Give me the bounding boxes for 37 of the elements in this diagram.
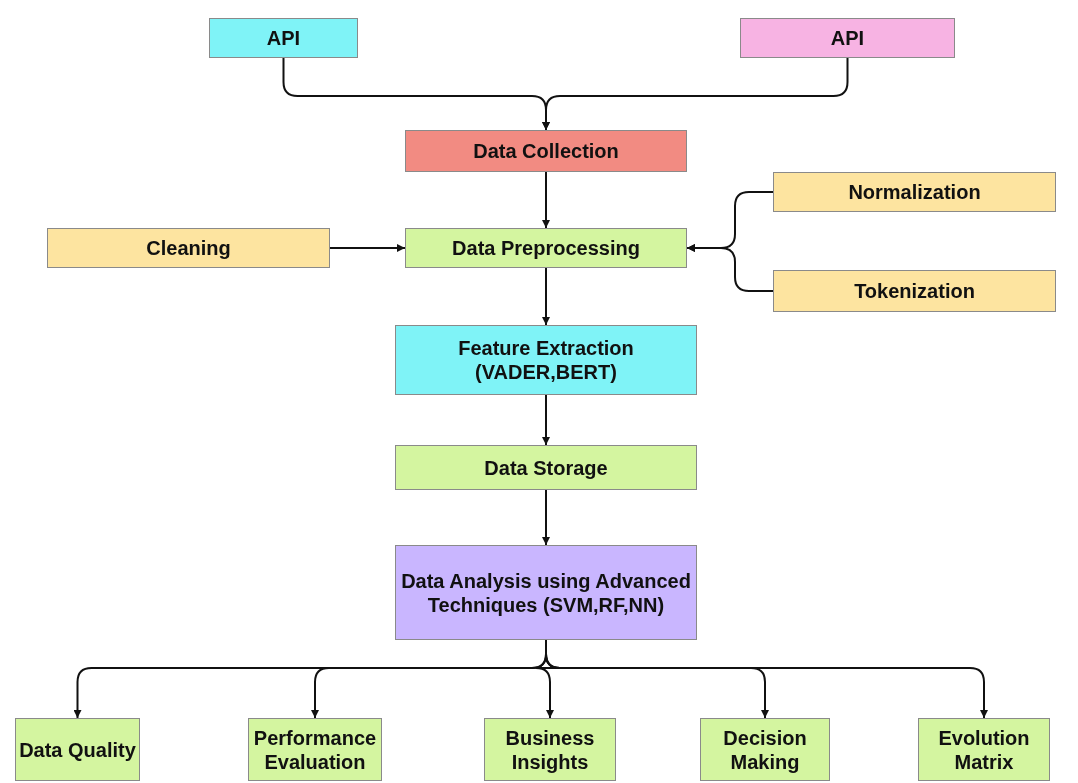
- source-box: [740, 18, 955, 58]
- arrow: [542, 57, 849, 131]
- node-label: Decision Making: [722, 725, 808, 774]
- arrow: [542, 489, 550, 546]
- arrow: [329, 244, 406, 252]
- node-label: Normalization: [848, 180, 981, 204]
- node-label: Business Insights: [504, 725, 596, 774]
- output-box: [248, 718, 382, 781]
- process-box: [773, 172, 1056, 212]
- output-box: [918, 718, 1050, 781]
- node-label: Cleaning: [146, 236, 231, 260]
- node-label: Tokenization: [854, 279, 975, 303]
- source-box: [209, 18, 358, 58]
- output-box: [484, 718, 616, 781]
- arrow: [542, 267, 550, 326]
- process-box: [395, 325, 697, 395]
- process-box: [405, 228, 687, 268]
- process-box: [773, 270, 1056, 312]
- node-label: API: [266, 26, 301, 50]
- output-box: [700, 718, 830, 781]
- node-label: Data Storage: [484, 455, 608, 480]
- process-box: [395, 545, 697, 640]
- node-label: Data Analysis using Advanced Techniques (SVM,RF,NN): [400, 568, 692, 617]
- arrow: [542, 171, 550, 229]
- process-box: [47, 228, 330, 268]
- node-label: Performance Evaluation: [252, 725, 378, 774]
- node-label: Data Collection: [473, 139, 619, 163]
- node-label: Evolution Matrix: [937, 725, 1031, 774]
- arrow: [542, 394, 550, 446]
- node-label: Data Preprocessing: [452, 236, 640, 260]
- process-box: [395, 445, 697, 490]
- node-label: Data Quality: [19, 737, 136, 762]
- process-box: [405, 130, 687, 172]
- output-box: [15, 718, 140, 781]
- node-label: API: [830, 26, 865, 50]
- arrow: [686, 244, 774, 292]
- node-label: Feature Extraction (VADER,BERT): [457, 336, 635, 384]
